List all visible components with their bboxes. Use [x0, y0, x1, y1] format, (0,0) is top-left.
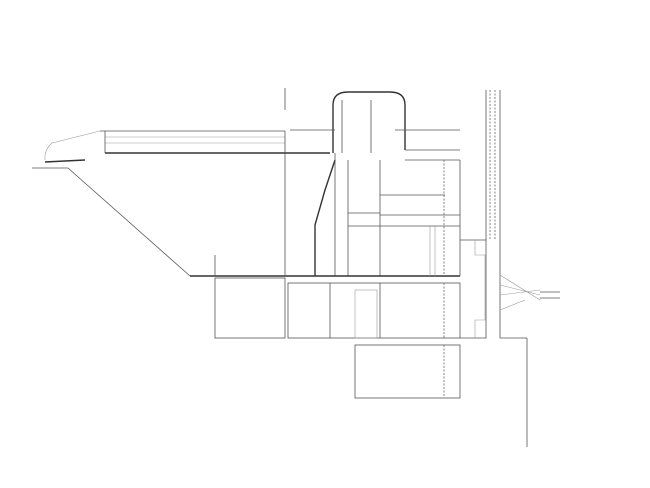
cantilever-canopy: [32, 88, 330, 277]
retaining-wall: [460, 90, 560, 447]
stair-tower: [290, 91, 460, 276]
lower-floor: [214, 277, 461, 399]
upper-floor: [315, 160, 461, 277]
